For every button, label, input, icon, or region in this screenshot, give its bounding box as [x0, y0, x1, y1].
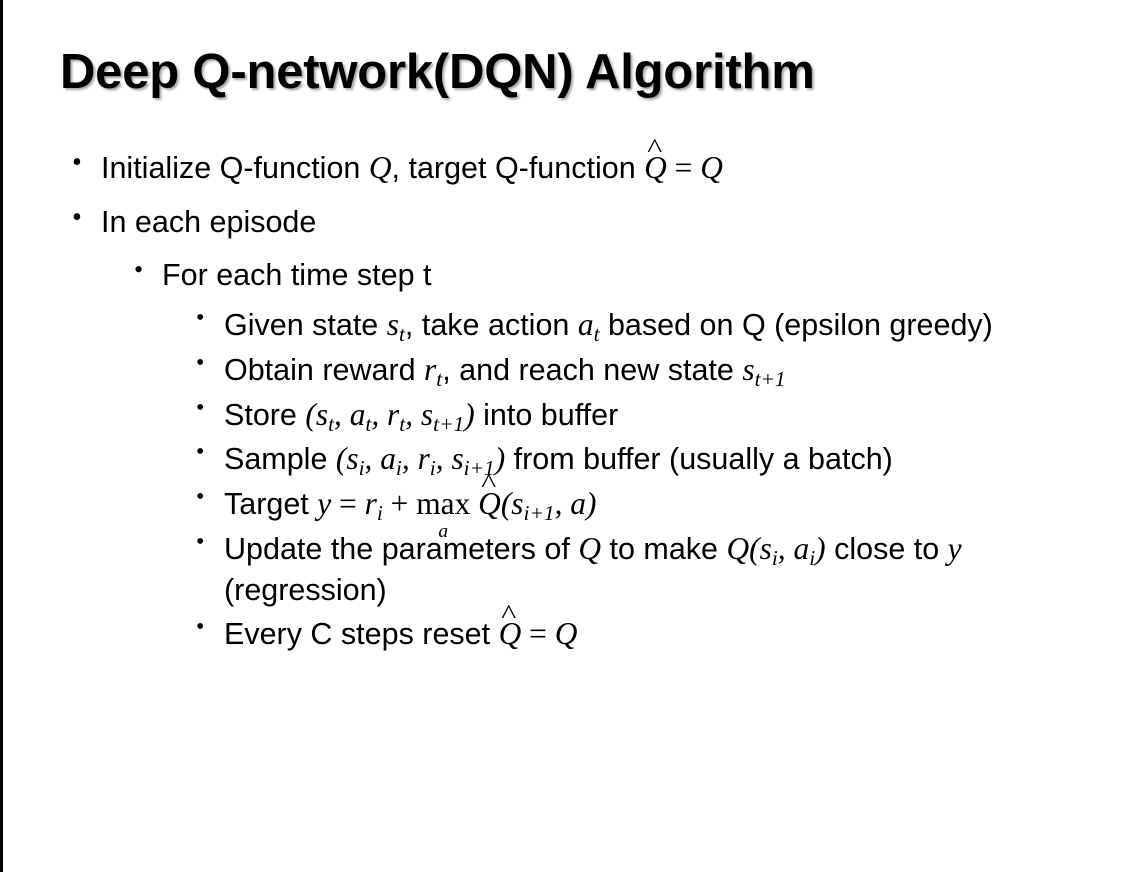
text-fragment: close to: [825, 532, 948, 567]
bullet-obtain-reward: • Obtain reward rt, and reach new state …: [3, 349, 1124, 391]
math-tuple-i: (si, ai, ri, si+1): [335, 441, 506, 481]
bullet-marker-icon: •: [72, 201, 82, 233]
bullet-marker-icon: •: [196, 439, 205, 466]
bullet-text: In each episode: [101, 204, 317, 239]
page-title: Deep Q-network(DQN) Algorithm: [60, 45, 815, 99]
math-q: Q: [368, 150, 392, 185]
bullet-text: Initialize Q-function Q, target Q-functi…: [101, 148, 1124, 189]
bullet-update-parameters: • Update the parameters of Q to make Q(s…: [3, 528, 1124, 610]
math-s-t: st: [386, 307, 405, 347]
text-fragment: Given state: [224, 308, 387, 343]
bullet-in-each-episode: • In each episode: [3, 203, 1124, 243]
bullet-marker-icon: •: [196, 305, 205, 332]
math-q: Q: [578, 531, 602, 567]
text-fragment: from buffer (usually a batch): [505, 442, 893, 477]
math-r-t: rt: [424, 351, 443, 391]
text-fragment: Store: [224, 397, 306, 432]
bullet-marker-icon: •: [196, 349, 205, 376]
text-fragment: Sample: [224, 442, 336, 477]
bullet-text: Sample (si, ai, ri, si+1) from buffer (u…: [224, 438, 1105, 480]
text-fragment: into buffer: [474, 397, 619, 432]
text-fragment: Target: [224, 487, 318, 522]
bullet-marker-icon: •: [134, 255, 144, 285]
math-qhat-equals-q: Q = Q: [499, 616, 578, 651]
text-fragment: , and reach new state: [442, 352, 743, 387]
bullet-text: Given state st, take action at based on …: [224, 304, 1105, 346]
bullet-text: Update the parameters of Q to make Q(si,…: [224, 528, 1105, 610]
text-fragment: Obtain reward: [224, 352, 425, 387]
text-fragment: Update the parameters of: [224, 532, 579, 567]
bullet-marker-icon: •: [196, 529, 205, 556]
text-fragment: , take action: [404, 308, 578, 343]
bullet-text: Every C steps reset Q = Q: [224, 613, 1105, 655]
text-fragment: based on Q (epsilon greedy): [599, 308, 993, 343]
bullet-list: • Initialize Q-function Q, target Q-func…: [3, 148, 1124, 658]
bullet-for-each-time-step: • For each time step t: [3, 256, 1124, 296]
math-a-t: at: [577, 307, 600, 347]
bullet-text: Obtain reward rt, and reach new state st…: [224, 349, 1105, 391]
bullet-marker-icon: •: [72, 147, 82, 178]
text-fragment: Every C steps reset: [224, 617, 499, 652]
text-fragment: to make: [601, 532, 727, 567]
math-q-of-s-a: Q(si, ai): [726, 531, 826, 570]
bullet-every-c-steps-reset: • Every C steps reset Q = Q: [3, 613, 1124, 655]
max-operator-label: max: [416, 486, 471, 522]
text-fragment: , target Q-function: [391, 151, 645, 185]
bullet-given-state-take-action: • Given state st, take action at based o…: [3, 304, 1124, 346]
bullet-marker-icon: •: [196, 614, 205, 641]
math-qhat-equals-q: Q = Q: [644, 150, 723, 185]
bullet-sample-from-buffer: • Sample (si, ai, ri, si+1) from buffer …: [3, 438, 1124, 480]
math-s-t-plus-1: st+1: [742, 351, 786, 391]
text-fragment: Initialize Q-function: [101, 151, 369, 185]
bullet-text: Store (st, at, rt, st+1) into buffer: [224, 394, 1105, 436]
math-y: y: [947, 531, 962, 567]
bullet-text: For each time step t: [162, 258, 432, 293]
bullet-initialize-q-function: • Initialize Q-function Q, target Q-func…: [3, 148, 1124, 189]
bullet-store-into-buffer: • Store (st, at, rt, st+1) into buffer: [3, 394, 1124, 436]
text-fragment: (regression): [224, 572, 387, 607]
bullet-marker-icon: •: [196, 394, 205, 421]
math-tuple-t: (st, at, rt, st+1): [305, 396, 475, 436]
bullet-marker-icon: •: [196, 484, 205, 511]
